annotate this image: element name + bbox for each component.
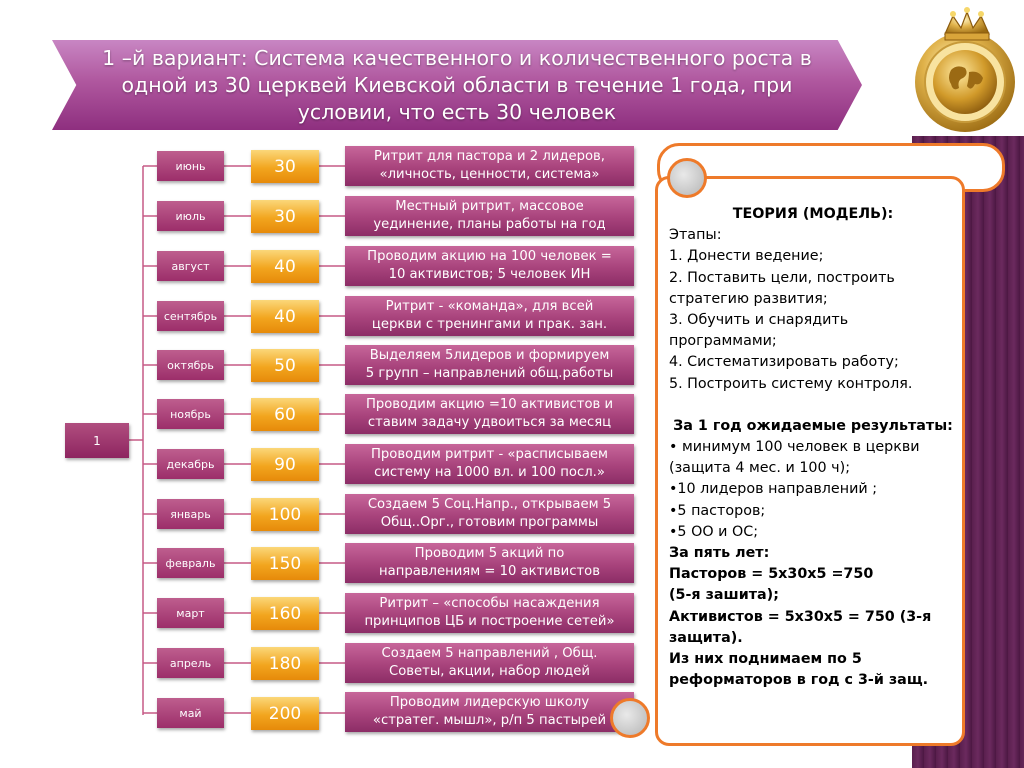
scroll-curl-icon: [667, 158, 707, 198]
activity-node: Ритрит - «команда», для всей церкви с тр…: [345, 296, 634, 336]
globe-crown-logo-icon: [915, 7, 1015, 132]
month-node: июнь: [157, 151, 224, 181]
count-node: 30: [251, 200, 319, 233]
root-node: 1: [65, 423, 129, 458]
stage-item: 4. Систематизировать работу;: [669, 354, 899, 371]
activity-node: Выделяем 5лидеров и формируем 5 групп – …: [345, 345, 634, 385]
count-node: 60: [251, 398, 319, 431]
reformers-text: Из них поднимаем по 5 реформаторов в год…: [669, 651, 929, 689]
stage-item: 2. Поставить цели, построить стратегию р…: [669, 269, 895, 307]
pastors-formula: Пасторов = 5х30х5 =750: [669, 566, 874, 583]
stage-item: 1. Донести ведение;: [669, 248, 824, 265]
count-node: 100: [251, 498, 319, 531]
theory-panel: [655, 176, 965, 746]
theory-heading: ТЕОРИЯ (МОДЕЛЬ):: [732, 206, 894, 222]
count-node: 40: [251, 250, 319, 283]
month-node: сентябрь: [157, 301, 224, 331]
activity-node: Проводим 5 акций по направлениям = 10 ак…: [345, 543, 634, 583]
count-node: 180: [251, 647, 319, 680]
stages-label: Этапы:: [669, 227, 722, 244]
result-item: • минимум 100 человек в церкви (защита 4…: [669, 439, 920, 477]
month-node: май: [157, 698, 224, 728]
results-heading: За 1 год ожидаемые результаты:: [673, 417, 953, 434]
result-item: •5 ОО и ОС;: [669, 523, 759, 540]
count-node: 40: [251, 300, 319, 333]
month-node: октябрь: [157, 350, 224, 380]
stage-item: 3. Обучить и снарядить программами;: [669, 312, 849, 350]
page-title: 1 –й вариант: Система качественного и ко…: [102, 45, 812, 124]
activity-node: Ритрит – «способы насаждения принципов Ц…: [345, 593, 634, 633]
result-item: •10 лидеров направлений ;: [669, 481, 878, 498]
result-item: •5 пасторов;: [669, 502, 766, 519]
activity-node: Проводим акцию на 100 человек = 10 актив…: [345, 246, 634, 286]
title-banner: 1 –й вариант: Система качественного и ко…: [52, 40, 862, 130]
activity-node: Проводим акцию =10 активистов и ставим з…: [345, 394, 634, 434]
count-node: 200: [251, 697, 319, 730]
month-node: февраль: [157, 548, 224, 578]
activists-formula: Активистов = 5х30х5 = 750 (3-я защита).: [669, 608, 932, 646]
activity-node: Местный ритрит, массовое уединение, план…: [345, 196, 634, 236]
month-node: март: [157, 598, 224, 628]
month-node: август: [157, 251, 224, 281]
pastors-note: (5-я зашита);: [669, 587, 779, 604]
stage-item: 5. Построить систему контроля.: [669, 375, 913, 392]
theory-text: ТЕОРИЯ (МОДЕЛЬ): Этапы: 1. Донести веден…: [669, 204, 957, 691]
activity-node: Проводим лидерскую школу «стратег. мышл»…: [345, 692, 634, 732]
activity-node: Проводим ритрит - «расписываем систему н…: [345, 444, 634, 484]
month-node: ноябрь: [157, 399, 224, 429]
activity-node: Ритрит для пастора и 2 лидеров, «личност…: [345, 146, 634, 186]
five-years-label: За пять лет:: [669, 545, 770, 562]
count-node: 30: [251, 150, 319, 183]
scroll-curl-icon: [610, 698, 650, 738]
count-node: 150: [251, 547, 319, 580]
month-node: декабрь: [157, 449, 224, 479]
activity-node: Создаем 5 направлений , Общ. Советы, акц…: [345, 643, 634, 683]
month-node: апрель: [157, 648, 224, 678]
month-node: январь: [157, 499, 224, 529]
activity-node: Создаем 5 Соц.Напр., открываем 5 Общ..Ор…: [345, 494, 634, 534]
count-node: 90: [251, 448, 319, 481]
month-node: июль: [157, 201, 224, 231]
count-node: 50: [251, 349, 319, 382]
count-node: 160: [251, 597, 319, 630]
